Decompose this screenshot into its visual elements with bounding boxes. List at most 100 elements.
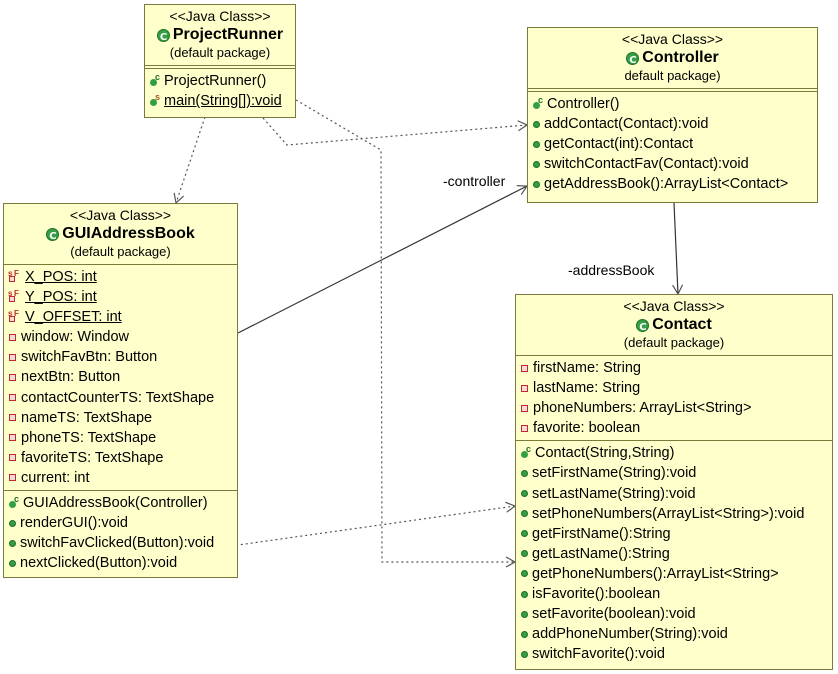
attribute-row[interactable]: favoriteTS: TextShape [8,448,237,468]
attribute-row[interactable]: phoneNumbers: ArrayList<String> [520,398,832,418]
method-signature: renderGUI():void [20,515,128,532]
dependency-projectrunner-guiaddressbook [173,116,206,205]
method-signature: getFirstName():String [532,525,671,542]
method-row[interactable]: setFavorite(boolean):void [520,604,832,624]
private-field-icon [521,404,528,412]
attribute-row[interactable]: nameTS: TextShape [8,408,237,428]
method-row[interactable]: setPhoneNumbers(ArrayList<String>):void [520,504,832,524]
method-signature: setPhoneNumbers(ArrayList<String>):void [532,505,805,522]
attribute-signature: phoneTS: TextShape [21,429,157,446]
method-row[interactable]: switchFavorite():void [520,644,832,664]
class-name: GUIAddressBook [62,225,195,242]
attribute-row[interactable]: switchFavBtn: Button [8,347,237,367]
method-signature: setFirstName(String):void [532,465,697,482]
class-name: ProjectRunner [172,26,284,43]
public-method-icon [9,519,16,527]
attribute-signature: nextBtn: Button [21,369,121,386]
package-label: (default package) [623,335,725,350]
method-signature: switchContactFav(Contact):void [544,156,749,173]
constructor-icon: c [520,445,532,460]
method-row[interactable]: nextClicked(Button):void [8,553,237,573]
class-projectrunner[interactable]: <<Java Class>> ProjectRunner (default pa… [144,4,296,118]
method-row[interactable]: addPhoneNumber(String):void [520,624,832,644]
method-signature: getAddressBook():ArrayList<Contact> [544,176,789,193]
method-signature: isFavorite():boolean [532,586,661,603]
method-row[interactable]: setLastName(String):void [520,484,832,504]
method-row[interactable]: getLastName():String [520,544,832,564]
attribute-signature: X_POS: int [25,269,97,285]
method-signature: getLastName():String [532,545,670,562]
method-signature: addPhoneNumber(String):void [532,626,728,643]
attribute-signature: V_OFFSET: int [25,309,122,326]
method-row[interactable]: setFirstName(String):void [520,463,832,483]
attribute-row[interactable]: favorite: boolean [520,418,832,438]
private-field-icon [9,474,16,482]
attribute-row[interactable]: current: int [8,468,237,488]
method-row[interactable]: getFirstName():String [520,524,832,544]
attribute-row[interactable]: window: Window [8,327,237,347]
attribute-compartment [145,65,295,69]
attribute-row[interactable]: contactCounterTS: TextShape [8,388,237,408]
attribute-row[interactable]: phoneTS: TextShape [8,428,237,448]
method-row[interactable]: getPhoneNumbers():ArrayList<String> [520,564,832,584]
public-method-icon [9,539,16,547]
method-row[interactable]: getContact(int):Contact [532,134,817,154]
dependency-guiaddressbook-contact [17,501,517,577]
method-signature: GUIAddressBook(Controller) [23,495,208,512]
private-field-icon [9,434,16,442]
attribute-row[interactable]: firstName: String [520,358,832,378]
class-name: Controller [642,49,719,66]
class-guiaddressbook[interactable]: <<Java Class>> GUIAddressBook (default p… [3,203,238,578]
attribute-signature: favoriteTS: TextShape [21,449,164,466]
attribute-row[interactable]: lastName: String [520,378,832,398]
public-method-icon [521,590,528,598]
class-icon [636,318,650,338]
public-method-icon [521,470,528,478]
public-method-icon [533,160,540,168]
stereotype: <<Java Class>> [623,298,725,314]
stereotype: <<Java Class>> [169,8,271,24]
private-field-icon [521,424,528,432]
association-controller-contact [672,202,684,296]
method-row[interactable]: addContact(Contact):void [532,114,817,134]
method-signature: Contact(String,String) [535,445,675,462]
method-row[interactable]: switchFavClicked(Button):void [8,533,237,553]
public-method-icon [533,140,540,148]
method-signature: setLastName(String):void [532,485,696,502]
method-signature: getContact(int):Contact [544,136,694,153]
attribute-row[interactable]: nextBtn: Button [8,367,237,387]
method-row[interactable]: switchContactFav(Contact):void [532,154,817,174]
public-method-icon [521,550,528,558]
private-field-icon [9,353,16,361]
public-method-icon [521,610,528,618]
method-signature: Controller() [547,96,620,112]
package-label: (default package) [169,45,271,60]
method-row[interactable]: isFavorite():boolean [520,584,832,604]
private-field-icon [9,333,16,341]
public-method-icon [521,490,528,498]
method-signature: switchFavorite():void [532,646,665,663]
private-field-icon [9,394,16,402]
class-controller[interactable]: <<Java Class>> Controller default packag… [527,27,818,203]
method-row[interactable]: getAddressBook():ArrayList<Contact> [532,174,817,194]
public-method-icon [533,120,540,128]
dependency-projectrunner-controller [262,117,529,146]
attribute-signature: lastName: String [533,380,641,397]
attribute-signature: favorite: boolean [533,420,641,437]
attribute-signature: current: int [21,469,90,486]
method-row[interactable]: renderGUI():void [8,513,237,533]
constructor-icon: c [8,495,20,510]
class-contact[interactable]: <<Java Class>> Contact (default package)… [515,294,833,670]
